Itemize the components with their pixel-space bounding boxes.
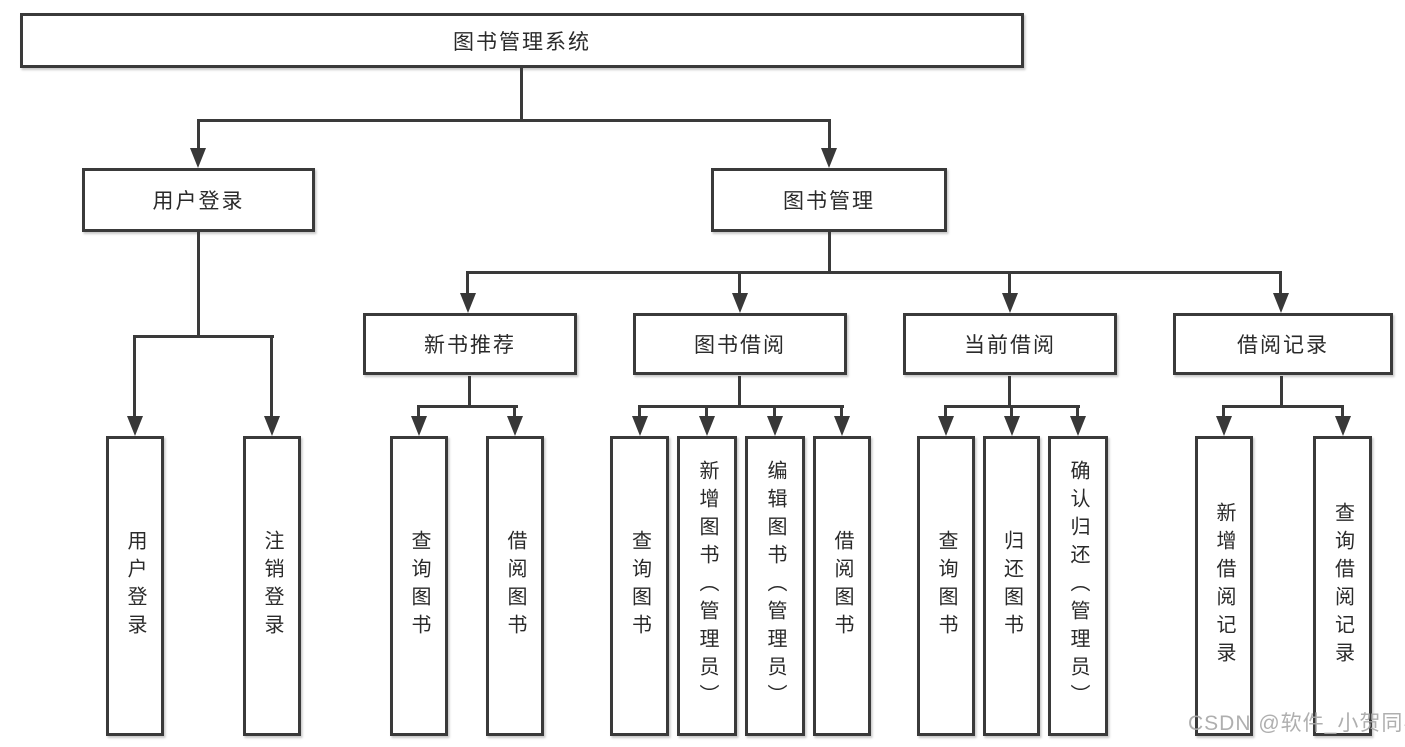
leaf-borrow-query-books-label: 查询图书 (628, 530, 651, 642)
node-borrowing-records: 借阅记录 (1173, 313, 1393, 375)
arrowhead (834, 416, 850, 436)
connector-segment (840, 405, 843, 418)
connector-segment (638, 405, 641, 418)
connector-segment (1010, 405, 1013, 418)
connector-segment (773, 405, 776, 418)
leaf-newbook-query-books-label: 查询图书 (408, 530, 430, 642)
arrowhead (1216, 416, 1232, 436)
leaf-newbook-borrow-books: 借阅图书 (486, 436, 544, 736)
leaf-logout: 注销登录 (243, 436, 301, 736)
arrowhead (460, 293, 476, 313)
leaf-borrow-edit-books-admin: 编辑图书（管理员） (745, 436, 805, 736)
connector-segment (197, 119, 200, 150)
connector-segment (466, 271, 1282, 274)
connector-segment (417, 405, 518, 408)
arrowhead (1002, 293, 1018, 313)
connector-segment (1008, 271, 1011, 295)
connector-segment (1279, 271, 1282, 295)
leaf-records-add-record-label: 新增借阅记录 (1213, 502, 1235, 670)
arrowhead (699, 416, 715, 436)
arrowhead (821, 148, 837, 168)
node-new-book-recommend: 新书推荐 (363, 313, 577, 375)
arrowhead (767, 416, 783, 436)
connector-segment (270, 335, 273, 418)
leaf-current-query-books-label: 查询图书 (935, 530, 957, 642)
node-book-borrowing: 图书借阅 (633, 313, 847, 375)
node-new-book-recommend-label: 新书推荐 (424, 334, 516, 357)
arrowhead (507, 416, 523, 436)
arrowhead (1070, 416, 1086, 436)
arrowhead (127, 416, 143, 436)
connector-segment (1280, 376, 1283, 408)
leaf-borrow-add-books-admin-label: 新增图书（管理员） (696, 460, 718, 712)
node-book-management: 图书管理 (711, 168, 947, 232)
connector-segment (1222, 405, 1225, 418)
leaf-newbook-borrow-books-label: 借阅图书 (504, 530, 526, 642)
leaf-borrow-borrow-books: 借阅图书 (813, 436, 871, 736)
connector-segment (197, 119, 831, 122)
connector-segment (417, 405, 420, 418)
arrowhead (938, 416, 954, 436)
node-root: 图书管理系统 (20, 13, 1024, 68)
leaf-records-add-record: 新增借阅记录 (1195, 436, 1253, 736)
arrowhead (1273, 293, 1289, 313)
leaf-borrow-borrow-books-label: 借阅图书 (831, 530, 853, 642)
arrowhead (411, 416, 427, 436)
connector-segment (197, 232, 200, 338)
node-user-login: 用户登录 (82, 168, 315, 232)
connector-segment (738, 376, 741, 408)
connector-segment (944, 405, 947, 418)
connector-segment (1222, 405, 1344, 408)
leaf-current-confirm-return-admin-label: 确认归还（管理员） (1067, 460, 1089, 712)
leaf-records-query-record: 查询借阅记录 (1313, 436, 1372, 736)
arrowhead (190, 148, 206, 168)
connector-segment (1008, 376, 1011, 408)
arrowhead (264, 416, 280, 436)
leaf-user-login-label: 用户登录 (124, 530, 146, 642)
connector-segment (466, 271, 469, 295)
connector-segment (828, 119, 831, 150)
leaf-records-query-record-label: 查询借阅记录 (1331, 502, 1354, 670)
leaf-current-return-books-label: 归还图书 (1000, 530, 1023, 642)
node-current-borrowing: 当前借阅 (903, 313, 1117, 375)
leaf-current-confirm-return-admin: 确认归还（管理员） (1048, 436, 1108, 736)
connector-segment (1076, 405, 1079, 418)
leaf-current-query-books: 查询图书 (917, 436, 975, 736)
leaf-borrow-edit-books-admin-label: 编辑图书（管理员） (764, 460, 786, 712)
node-user-login-label: 用户登录 (152, 190, 245, 213)
node-current-borrowing-label: 当前借阅 (964, 334, 1056, 357)
node-book-borrowing-label: 图书借阅 (694, 334, 786, 357)
arrowhead (632, 416, 648, 436)
leaf-current-return-books: 归还图书 (983, 436, 1040, 736)
leaf-borrow-query-books: 查询图书 (610, 436, 669, 736)
connector-segment (133, 335, 136, 418)
leaf-borrow-add-books-admin: 新增图书（管理员） (677, 436, 737, 736)
connector-segment (705, 405, 708, 418)
connector-segment (520, 68, 523, 122)
connector-segment (513, 405, 516, 418)
arrowhead (732, 293, 748, 313)
connector-segment (1341, 405, 1344, 418)
arrowhead (1004, 416, 1020, 436)
csdn-watermark: CSDN @软件_小贺同学 (1188, 712, 1405, 735)
node-book-management-label: 图书管理 (783, 190, 875, 213)
arrowhead (1335, 416, 1351, 436)
connector-segment (738, 271, 741, 295)
leaf-user-login: 用户登录 (106, 436, 164, 736)
connector-segment (828, 232, 831, 274)
connector-segment (133, 335, 274, 338)
leaf-newbook-query-books: 查询图书 (390, 436, 448, 736)
node-root-label: 图书管理系统 (453, 30, 591, 54)
connector-segment (468, 376, 471, 408)
connector-segment (638, 405, 844, 408)
node-borrowing-records-label: 借阅记录 (1237, 334, 1329, 357)
leaf-logout-label: 注销登录 (261, 530, 283, 642)
